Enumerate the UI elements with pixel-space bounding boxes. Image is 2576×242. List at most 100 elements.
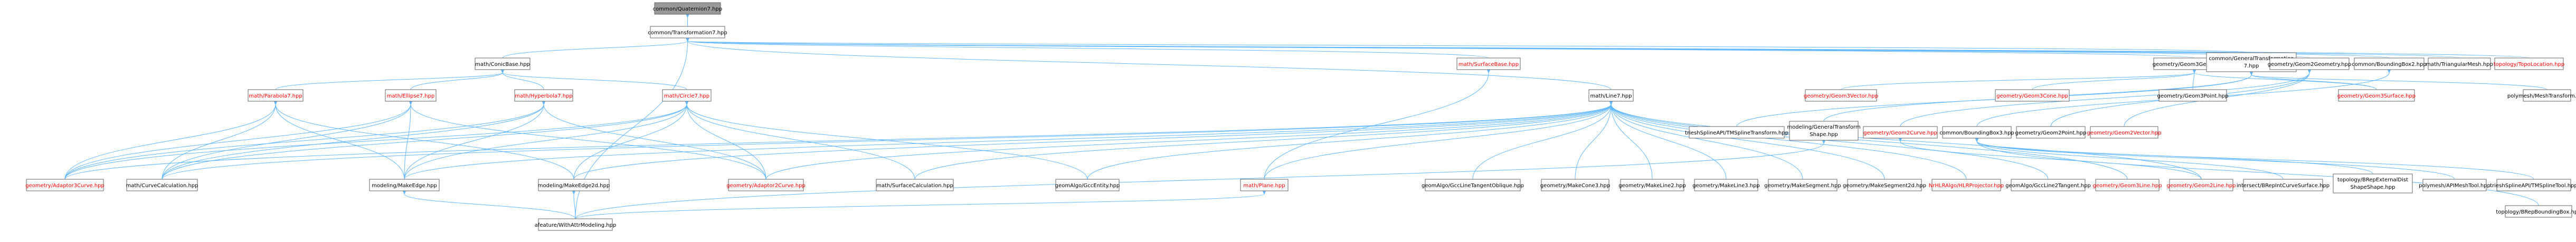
edge-line7-to-ct bbox=[688, 41, 1612, 90]
node-box bbox=[385, 89, 437, 102]
node-box bbox=[654, 2, 721, 15]
node-box bbox=[514, 89, 573, 102]
node-label: math/Circle7.hpp bbox=[664, 93, 709, 99]
node-tmst[interactable]: trieshSplineAPI/TMSplineTransform.hpp bbox=[1685, 126, 1788, 139]
node-pmt[interactable]: polymesh/APIMeshTool.hpp bbox=[2419, 179, 2490, 191]
node-tmspt[interactable]: trieshSplineAPI/TMSplineTool.hpp bbox=[2490, 179, 2576, 191]
node-hlr[interactable]: NrHLRAlgo/HLRProjector.hpp bbox=[1929, 179, 2004, 191]
node-polymt[interactable]: polymesh/MeshTransform.hpp bbox=[2507, 89, 2576, 102]
node-medge[interactable]: modeling/MakeEdge.hpp bbox=[369, 179, 440, 191]
node-gagl2t[interactable]: geomAlgo/GccLine2Tangent.hpp bbox=[2005, 179, 2091, 191]
node-hyper[interactable]: math/Hyperbola7.hpp bbox=[514, 89, 573, 102]
node-g2line[interactable]: geometry/Geom2Line.hpp bbox=[2166, 179, 2236, 191]
node-box bbox=[2494, 57, 2564, 70]
node-box bbox=[728, 179, 804, 191]
node-circ[interactable]: math/Circle7.hpp bbox=[662, 89, 712, 102]
edge-msc-to-circ bbox=[687, 104, 915, 180]
node-label: modeling/MakeEdge.hpp bbox=[372, 183, 437, 189]
node-box bbox=[1847, 179, 1922, 191]
node-g3line[interactable]: geometry/Geom3Line.hpp bbox=[2092, 179, 2162, 191]
node-ellip[interactable]: math/Ellipse7.hpp bbox=[385, 89, 437, 102]
edge-medge-to-circ bbox=[404, 104, 687, 180]
node-ga2c[interactable]: geometry/Adaptor2Curve.hpp bbox=[726, 179, 806, 191]
node-box bbox=[1588, 89, 1634, 102]
edge-circ-to-conicbase bbox=[503, 73, 687, 90]
node-label: common/Quaternion7.hpp bbox=[653, 6, 722, 12]
node-label: math/Ellipse7.hpp bbox=[387, 93, 434, 99]
node-g2pt[interactable]: geometry/Geom2Point.hpp bbox=[2015, 126, 2087, 139]
node-conicbase[interactable]: math/ConicBase.hpp bbox=[475, 57, 531, 70]
node-cbb2[interactable]: common/BoundingBox2.hpp bbox=[2352, 57, 2427, 70]
node-box bbox=[1931, 179, 2001, 191]
edge-afeat-to-medge2d bbox=[574, 194, 575, 219]
node-label: afeature/WithAttrModeling.hpp bbox=[535, 222, 617, 228]
node-g3cone[interactable]: geometry/Geom3Cone.hpp bbox=[1995, 89, 2070, 102]
node-box bbox=[2011, 179, 2086, 191]
node-label: modeling/MakeEdge2d.hpp bbox=[538, 183, 610, 189]
node-label: intersect/BRepIntCurveSurface.hpp bbox=[2237, 183, 2329, 189]
edge-ga3c-to-line7 bbox=[64, 104, 1611, 180]
node-box bbox=[1789, 121, 1859, 141]
edge-mcc-to-circ bbox=[162, 104, 687, 180]
edge-gml2-to-line7 bbox=[1611, 104, 1653, 180]
node-afeat[interactable]: afeature/WithAttrModeling.hpp bbox=[535, 218, 617, 231]
node-msc[interactable]: math/SurfaceCalculation.hpp bbox=[876, 179, 954, 191]
node-tri[interactable]: math/TriangularMesh.hpp bbox=[2426, 57, 2493, 70]
edge-gagl2t-to-line7 bbox=[1611, 104, 2049, 180]
edge-cgt-to-ct bbox=[688, 41, 2252, 53]
node-g3pt[interactable]: geometry/Geom3Point.hpp bbox=[2157, 89, 2229, 102]
graph-nodes: common/Quaternion7.hpp common/Transformat… bbox=[25, 2, 2576, 231]
node-mplane[interactable]: math/Plane.hpp bbox=[1240, 179, 1289, 191]
node-label: geometry/MakeLine3.hpp bbox=[1692, 183, 1760, 189]
node-ics[interactable]: intersect/BRepIntCurveSurface.hpp bbox=[2237, 179, 2329, 191]
node-mcc[interactable]: math/CurveCalculation.hpp bbox=[126, 179, 198, 191]
node-label: math/Line7.hpp bbox=[1590, 93, 1632, 99]
node-tbb[interactable]: topology/BRepBoundingBox.hpp bbox=[2496, 205, 2576, 218]
node-g3vec[interactable]: geometry/Geom3Vector.hpp bbox=[1804, 89, 1878, 102]
node-ga3c[interactable]: geometry/Adaptor3Curve.hpp bbox=[25, 179, 105, 191]
node-ct[interactable]: common/Transformation7.hpp bbox=[648, 26, 727, 38]
edge-mplane-to-line7 bbox=[1264, 104, 1611, 180]
node-box bbox=[1694, 179, 1758, 191]
node-label: math/ConicBase.hpp bbox=[475, 62, 530, 67]
node-box bbox=[1768, 179, 1838, 191]
node-g2curve[interactable]: geometry/Geom2Curve.hpp bbox=[1863, 126, 1938, 139]
node-gml2[interactable]: geometry/MakeLine2.hpp bbox=[1618, 179, 1686, 191]
node-box bbox=[2333, 173, 2413, 193]
node-g3surf[interactable]: geometry/Geom3Surface.hpp bbox=[2337, 89, 2416, 102]
node-label: geometry/MakeSegment.hpp bbox=[1764, 183, 1841, 189]
node-box bbox=[1541, 179, 1609, 191]
edge-conicbase-to-ct bbox=[502, 41, 688, 59]
node-box bbox=[2496, 179, 2571, 191]
edge-afeat-to-mgt bbox=[575, 143, 1824, 219]
node-cbb3[interactable]: common/BoundingBox3.hpp bbox=[1939, 126, 2014, 139]
edge-medge-to-ellip bbox=[404, 104, 411, 180]
node-box bbox=[538, 179, 610, 191]
node-line7[interactable]: math/Line7.hpp bbox=[1588, 89, 1634, 102]
node-surfbase[interactable]: math/SurfaceBase.hpp bbox=[1456, 57, 1521, 70]
node-gaglto[interactable]: geomAlgo/GccLineTangentOblique.hpp bbox=[1422, 179, 1524, 191]
node-g2geo[interactable]: geometry/Geom2Geometry.hpp bbox=[2268, 57, 2352, 70]
node-g2vec[interactable]: geometry/Geom2Vector.hpp bbox=[2087, 126, 2162, 139]
node-parab[interactable]: math/Parabola7.hpp bbox=[248, 89, 304, 102]
node-gml3[interactable]: geometry/MakeLine3.hpp bbox=[1692, 179, 1760, 191]
node-box bbox=[876, 179, 954, 191]
node-topo[interactable]: topology/TopoLocation.hpp bbox=[2494, 57, 2565, 70]
node-label: geometry/MakeCone3.hpp bbox=[1540, 183, 1610, 189]
node-label: geometry/Geom3Geometry.hpp bbox=[2153, 62, 2237, 67]
node-box bbox=[1425, 179, 1521, 191]
node-gace[interactable]: geomAlgo/GccEntity.hpp bbox=[1055, 179, 1120, 191]
node-label: geomAlgo/GccEntity.hpp bbox=[1055, 183, 1120, 189]
edge-g3surf-to-g3geo bbox=[2194, 73, 2377, 90]
node-gmc3[interactable]: geometry/MakeCone3.hpp bbox=[1540, 179, 1610, 191]
node-gms[interactable]: geometry/MakeSegment.hpp bbox=[1764, 179, 1841, 191]
node-label: geometry/MakeLine2.hpp bbox=[1618, 183, 1686, 189]
node-box bbox=[2016, 126, 2086, 139]
node-label: math/CurveCalculation.hpp bbox=[126, 183, 198, 189]
node-box bbox=[2169, 179, 2233, 191]
node-gms2d[interactable]: geometry/MakeSegment2d.hpp bbox=[1843, 179, 1926, 191]
node-medge2d[interactable]: modeling/MakeEdge2d.hpp bbox=[538, 179, 610, 191]
